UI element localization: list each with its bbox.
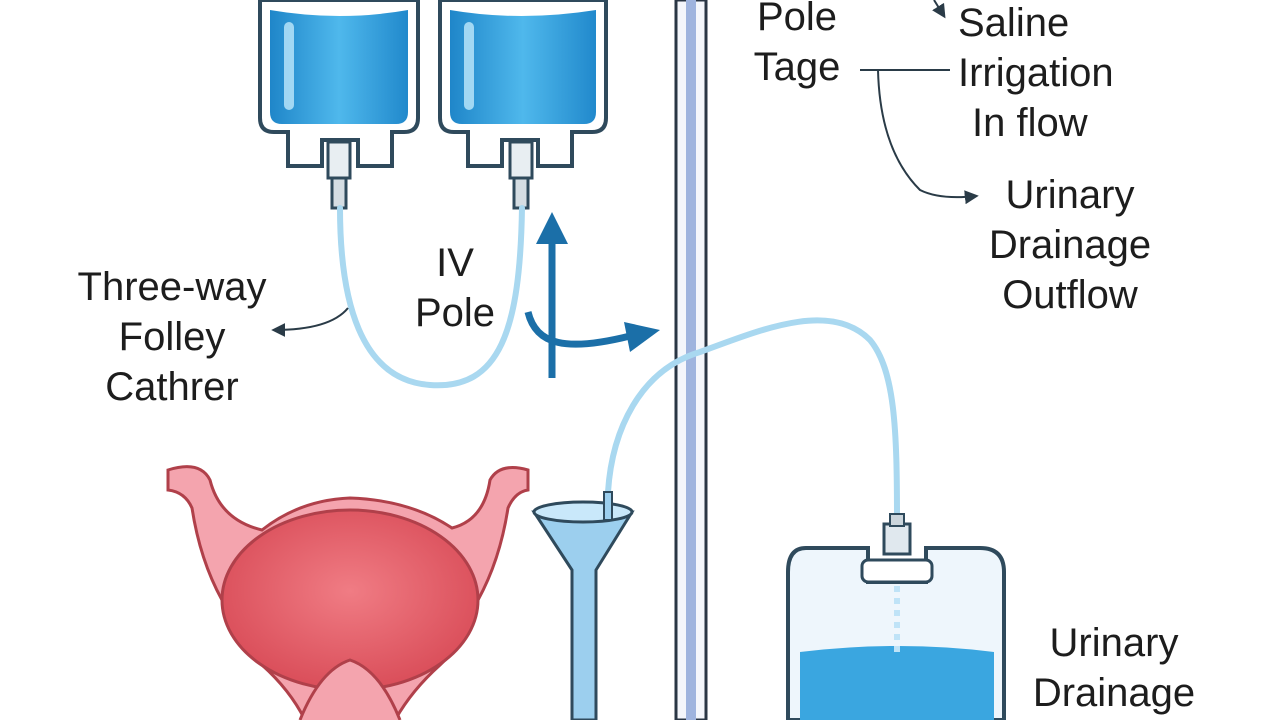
label-line: Saline — [958, 1, 1070, 45]
label-line: Pole — [414, 291, 496, 335]
outflow-tubing — [605, 317, 900, 523]
label-pole-tage: Pole Tage — [742, 0, 852, 92]
label-line: Pole — [756, 0, 838, 39]
label-line: Cathrer — [105, 365, 239, 409]
drainage-bag-icon[interactable] — [786, 513, 1006, 720]
label-line: Outflow — [1002, 273, 1138, 317]
funnel-icon[interactable] — [531, 491, 635, 720]
label-pointers — [271, 0, 979, 337]
label-line: Three-way — [77, 265, 267, 309]
label-iv-pole: IV Pole — [400, 238, 510, 338]
label-saline-inflow: Saline Irrigation In flow — [958, 0, 1114, 148]
bladder-icon — [166, 465, 530, 720]
label-three-way-foley: Three-way Folley Cathrer — [62, 262, 282, 412]
label-line: Drainage — [1032, 671, 1196, 715]
label-line: In flow — [972, 101, 1088, 145]
label-urinary-bag: Urinary Drainage — [1024, 618, 1204, 718]
label-line: Urinary — [1049, 621, 1179, 665]
flow-arrow-icon — [524, 212, 660, 378]
label-line: Irrigation — [958, 51, 1114, 95]
label-line: IV — [436, 241, 474, 285]
inflow-tubing — [337, 205, 525, 389]
saline-bag-icon[interactable] — [438, 0, 608, 210]
label-line: Folley — [118, 315, 226, 359]
label-urinary-outflow: Urinary Drainage Outflow — [970, 170, 1170, 320]
label-line: Drainage — [988, 223, 1152, 267]
label-line: Tage — [753, 45, 841, 89]
saline-bag-icon[interactable] — [258, 0, 420, 210]
label-line: Urinary — [1005, 173, 1135, 217]
